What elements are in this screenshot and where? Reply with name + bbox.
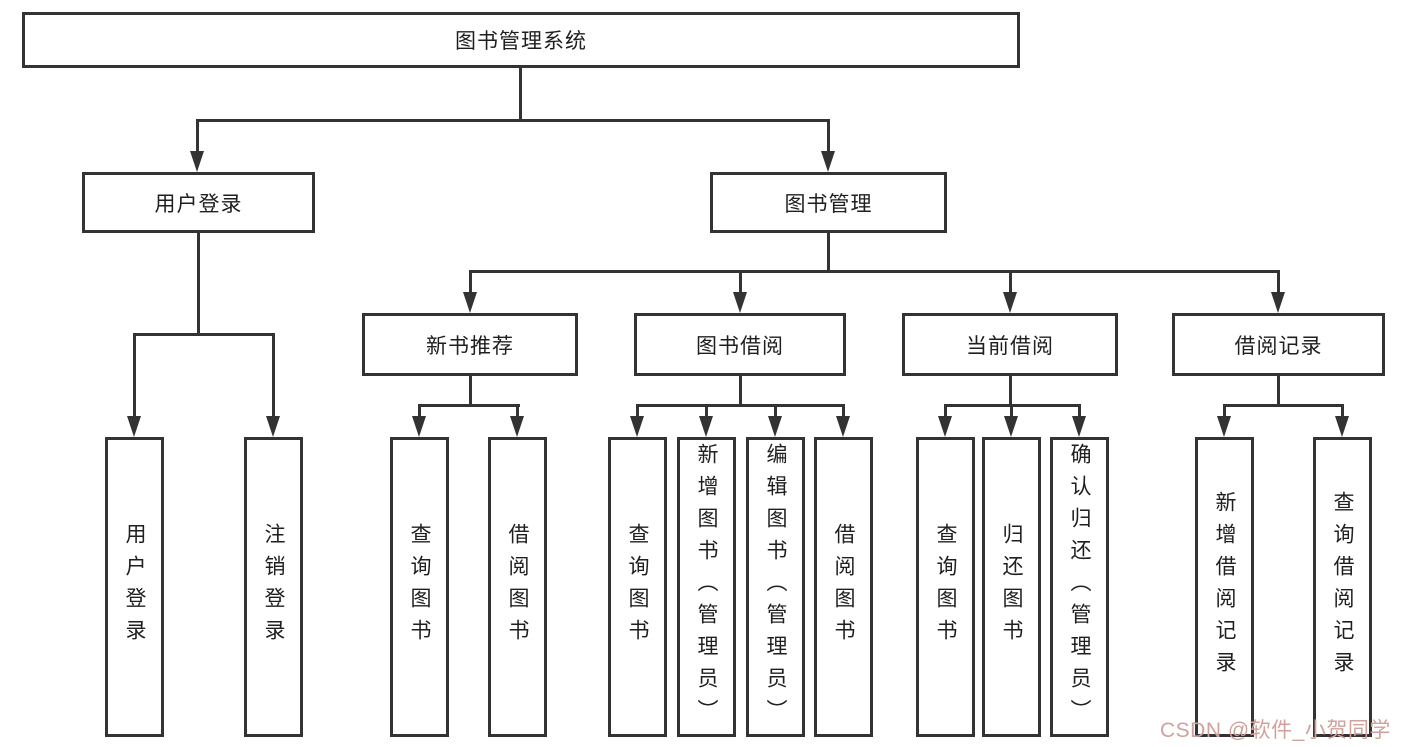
node-label: 查询图书 [626,523,649,651]
leaf-confirm-return-admin: 确认归还（管理员） [1050,437,1109,737]
arrow-down-icon [1003,292,1017,313]
connector-line [469,270,472,296]
leaf-borrow-books-recommend: 借阅图书 [488,437,547,737]
arrow-down-icon [1271,292,1285,313]
node-book-management: 图书管理 [710,172,947,233]
node-label: 确认归还（管理员） [1068,443,1091,731]
connector-line [636,404,845,407]
node-label: 用户登录 [154,192,243,216]
leaf-query-books-current: 查询图书 [916,437,975,737]
leaf-query-books-recommend: 查询图书 [390,437,449,737]
connector-line [636,404,639,420]
connector-line [739,376,742,407]
arrow-down-icon [412,416,426,437]
connector-line [1009,376,1012,407]
arrow-down-icon [768,416,782,437]
arrow-down-icon [733,292,747,313]
connector-line [469,270,1280,273]
connector-line [705,404,708,420]
connector-line [519,68,522,121]
leaf-add-books-admin: 新增图书（管理员） [677,437,736,737]
node-label: 当前借阅 [966,334,1054,358]
node-label: 借阅图书 [506,523,529,651]
node-label: 查询借阅记录 [1331,491,1354,683]
arrow-down-icon [1004,416,1018,437]
leaf-borrow-books: 借阅图书 [814,437,873,737]
connector-line [1277,270,1280,296]
node-library-management-system: 图书管理系统 [22,12,1020,68]
connector-line [1223,404,1226,420]
node-label: 新增图书（管理员） [695,443,718,731]
connector-line [272,333,275,420]
connector-line [842,404,845,420]
connector-line [196,119,830,122]
leaf-query-books-borrow: 查询图书 [608,437,667,737]
leaf-user-login: 用户登录 [105,437,164,737]
leaf-logout: 注销登录 [244,437,303,737]
arrow-down-icon [463,292,477,313]
connector-line [827,119,830,155]
arrow-down-icon [699,416,713,437]
node-label: 归还图书 [1000,523,1023,651]
leaf-return-books: 归还图书 [982,437,1041,737]
node-new-book-recommendation: 新书推荐 [362,313,578,376]
connector-line [944,404,947,420]
arrow-down-icon [938,416,952,437]
node-label: 注销登录 [262,523,285,651]
connector-line [1277,376,1280,407]
leaf-add-borrow-record: 新增借阅记录 [1195,437,1254,737]
arrow-down-icon [1072,416,1086,437]
node-user-login: 用户登录 [82,172,315,233]
node-label: 图书管理系统 [455,30,587,53]
node-book-borrowing: 图书借阅 [634,313,846,376]
node-label: 新书推荐 [426,334,514,358]
node-label: 用户登录 [123,523,146,651]
arrow-down-icon [510,416,524,437]
connector-line [1078,404,1081,420]
node-label: 图书借阅 [696,334,784,358]
node-label: 新增借阅记录 [1213,491,1236,683]
leaf-query-borrow-record: 查询借阅记录 [1313,437,1372,737]
node-label: 编辑图书（管理员） [764,443,787,731]
connector-line [133,333,275,336]
arrow-down-icon [630,416,644,437]
connector-line [827,233,830,273]
csdn-watermark: CSDN @软件_小贺同学 [1160,719,1391,742]
arrow-down-icon [1217,416,1231,437]
node-label: 查询图书 [934,523,957,651]
connector-line [1341,404,1344,420]
connector-line [774,404,777,420]
node-current-borrowing: 当前借阅 [902,313,1118,376]
connector-line [418,404,421,420]
arrow-down-icon [1335,416,1349,437]
arrow-down-icon [127,416,141,437]
arrow-down-icon [190,151,204,172]
node-borrowing-records: 借阅记录 [1172,313,1385,376]
connector-line [739,270,742,296]
connector-line [469,376,472,407]
node-label: 借阅记录 [1234,334,1323,358]
arrow-down-icon [266,416,280,437]
arrow-down-icon [836,416,850,437]
connector-line [133,333,136,420]
leaf-edit-books-admin: 编辑图书（管理员） [746,437,805,737]
node-label: 查询图书 [408,523,431,651]
connector-line [516,404,519,420]
connector-line [1009,270,1012,296]
connector-line [418,404,520,407]
node-label: 图书管理 [784,192,873,216]
connector-line [196,119,199,155]
node-label: 借阅图书 [832,523,855,651]
connector-line [1010,404,1013,420]
connector-line [197,233,200,336]
connector-line [1223,404,1344,407]
arrow-down-icon [821,151,835,172]
